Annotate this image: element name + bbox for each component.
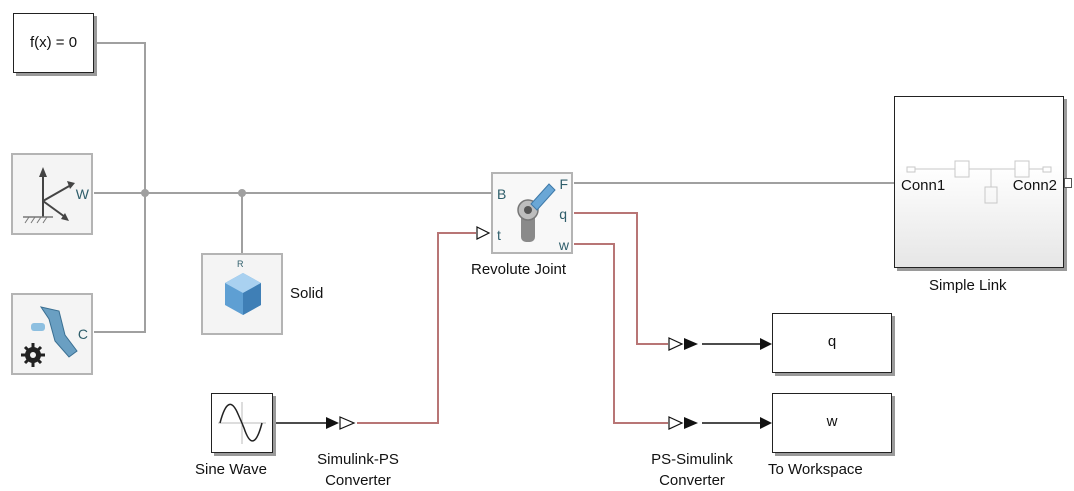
to-workspace-w-block[interactable]: w — [772, 393, 892, 453]
revolute-port-q: q — [559, 206, 567, 222]
revolute-port-f: F — [559, 176, 568, 192]
revolute-port-b: B — [497, 186, 507, 202]
mechanism-config-block[interactable]: C — [11, 293, 93, 375]
s2ps-converter-label: Simulink-PS Converter — [298, 449, 418, 491]
solver-config-block[interactable]: f(x) = 0 — [13, 13, 94, 73]
ps2s-converter-label: PS-Simulink Converter — [632, 449, 752, 491]
simple-link-conn2: Conn2 — [1012, 177, 1057, 194]
sine-wave-label: Sine Wave — [195, 461, 267, 478]
simple-link-label: Simple Link — [929, 277, 1007, 294]
revolute-port-t: t — [497, 227, 501, 243]
connection-solver-bus[interactable] — [94, 42, 146, 333]
sine-wave-icon — [218, 402, 266, 444]
to-workspace-label: To Workspace — [768, 461, 863, 478]
mechanism-config-icon — [21, 306, 78, 367]
revolute-port-t-icon — [476, 226, 491, 240]
world-frame-icon — [23, 167, 75, 224]
connection-revolute-q[interactable] — [574, 212, 668, 345]
sine-wave-block[interactable] — [211, 393, 273, 453]
revolute-joint-label: Revolute Joint — [471, 261, 567, 278]
solver-port-icon — [93, 40, 97, 46]
simple-link-conn1: Conn1 — [901, 177, 946, 194]
simple-link-subsystem[interactable]: Conn1 Conn2 — [894, 96, 1064, 268]
arrowhead — [760, 338, 772, 350]
revolute-joint-icon — [517, 183, 556, 242]
revolute-port-w: w — [558, 237, 569, 253]
ps2s-label-line2: Converter — [659, 472, 725, 489]
config-port-c: C — [77, 326, 88, 342]
ps2s-converter-q-block[interactable] — [668, 337, 698, 351]
connection-revolute-w[interactable] — [574, 243, 668, 424]
solid-cube-icon: R — [225, 259, 261, 315]
s2ps-label-line1: Simulink-PS — [317, 451, 399, 468]
arrowhead — [760, 417, 772, 429]
solid-label: Solid — [290, 285, 324, 302]
world-port-w: W — [75, 186, 89, 202]
to-workspace-q-text: q — [827, 333, 837, 350]
to-workspace-w-text: w — [826, 413, 838, 430]
world-frame-block[interactable]: W — [11, 153, 93, 235]
to-workspace-q-block[interactable]: q — [772, 313, 892, 373]
junction-dot — [238, 189, 246, 197]
s2ps-converter-block[interactable] — [339, 416, 356, 430]
svg-text:R: R — [237, 259, 244, 269]
ps2s-label-line1: PS-Simulink — [651, 451, 733, 468]
junction-dot — [141, 189, 149, 197]
s2ps-label-line2: Converter — [325, 472, 391, 489]
solid-block[interactable]: R — [201, 253, 283, 335]
subsystem-preview-icon — [906, 160, 1052, 204]
revolute-joint-block[interactable]: B t F q w — [491, 172, 573, 254]
simple-link-port-stub — [1064, 178, 1072, 188]
ps2s-converter-w-block[interactable] — [668, 416, 698, 430]
arrowhead — [326, 417, 339, 429]
connection-s2ps-revolute[interactable] — [357, 232, 476, 424]
solver-config-text: f(x) = 0 — [29, 34, 78, 51]
